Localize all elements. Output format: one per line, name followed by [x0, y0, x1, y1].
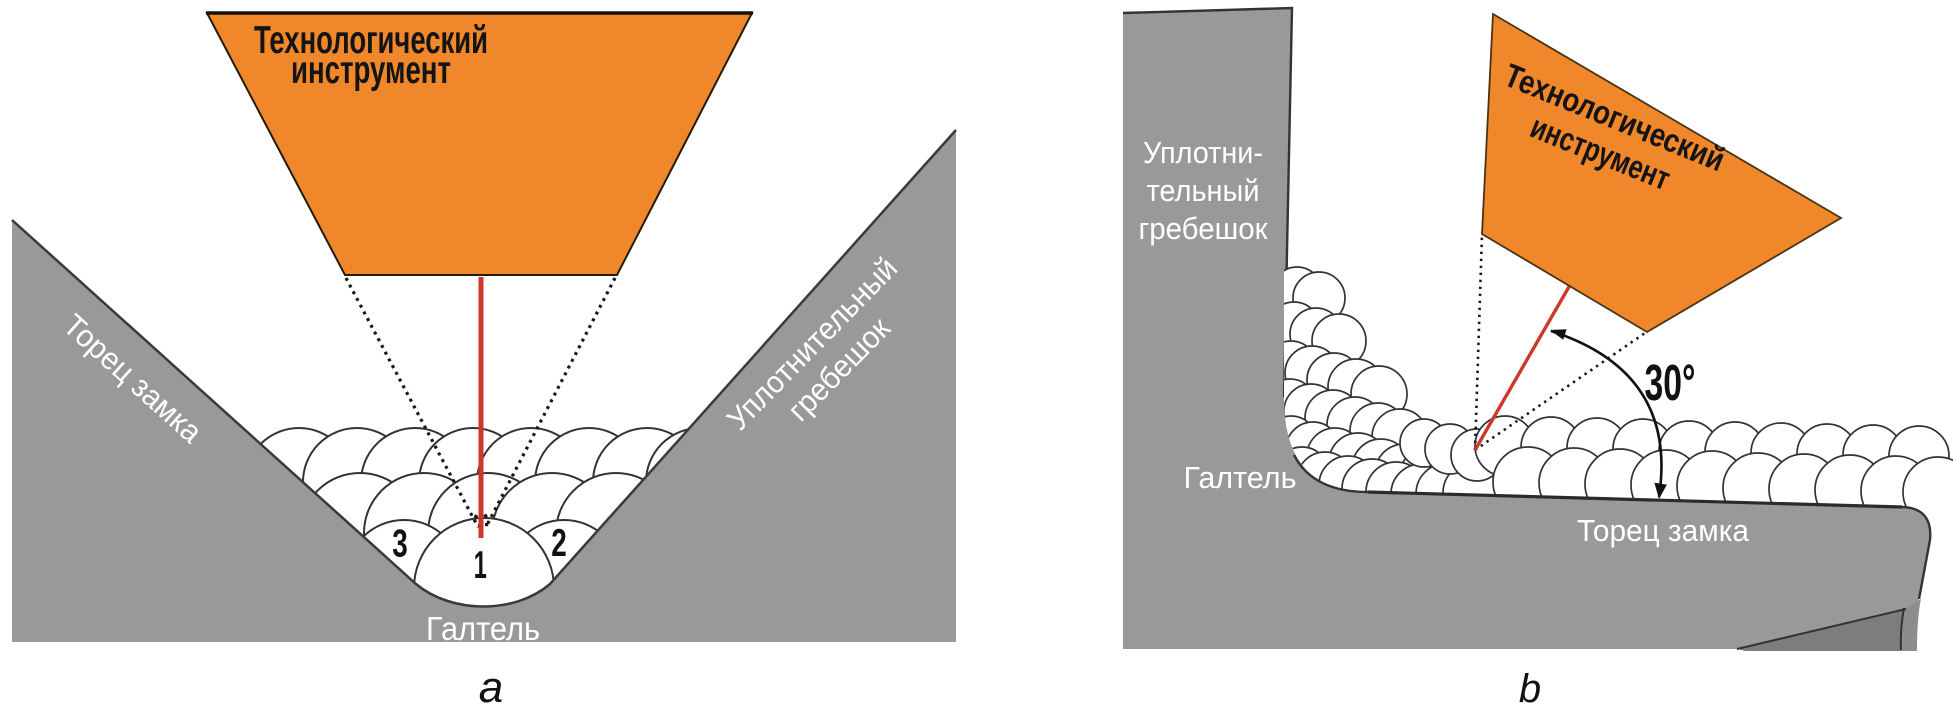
svg-text:Уплотни-: Уплотни-: [1143, 135, 1263, 170]
svg-text:тельный: тельный: [1147, 173, 1260, 208]
svg-text:инструмент: инструмент: [291, 49, 451, 92]
svg-text:гребешок: гребешок: [1139, 211, 1268, 246]
svg-text:1: 1: [474, 544, 487, 587]
svg-text:2: 2: [551, 522, 567, 565]
svg-text:Галтель: Галтель: [1184, 460, 1297, 495]
svg-text:a: a: [479, 663, 503, 711]
svg-text:3: 3: [392, 523, 408, 566]
svg-text:Технологический: Технологический: [254, 19, 488, 62]
svg-text:30°: 30°: [1645, 354, 1696, 411]
svg-text:b: b: [1519, 667, 1541, 711]
svg-text:Галтель: Галтель: [426, 610, 540, 647]
svg-text:Торец замка: Торец замка: [1577, 513, 1750, 548]
